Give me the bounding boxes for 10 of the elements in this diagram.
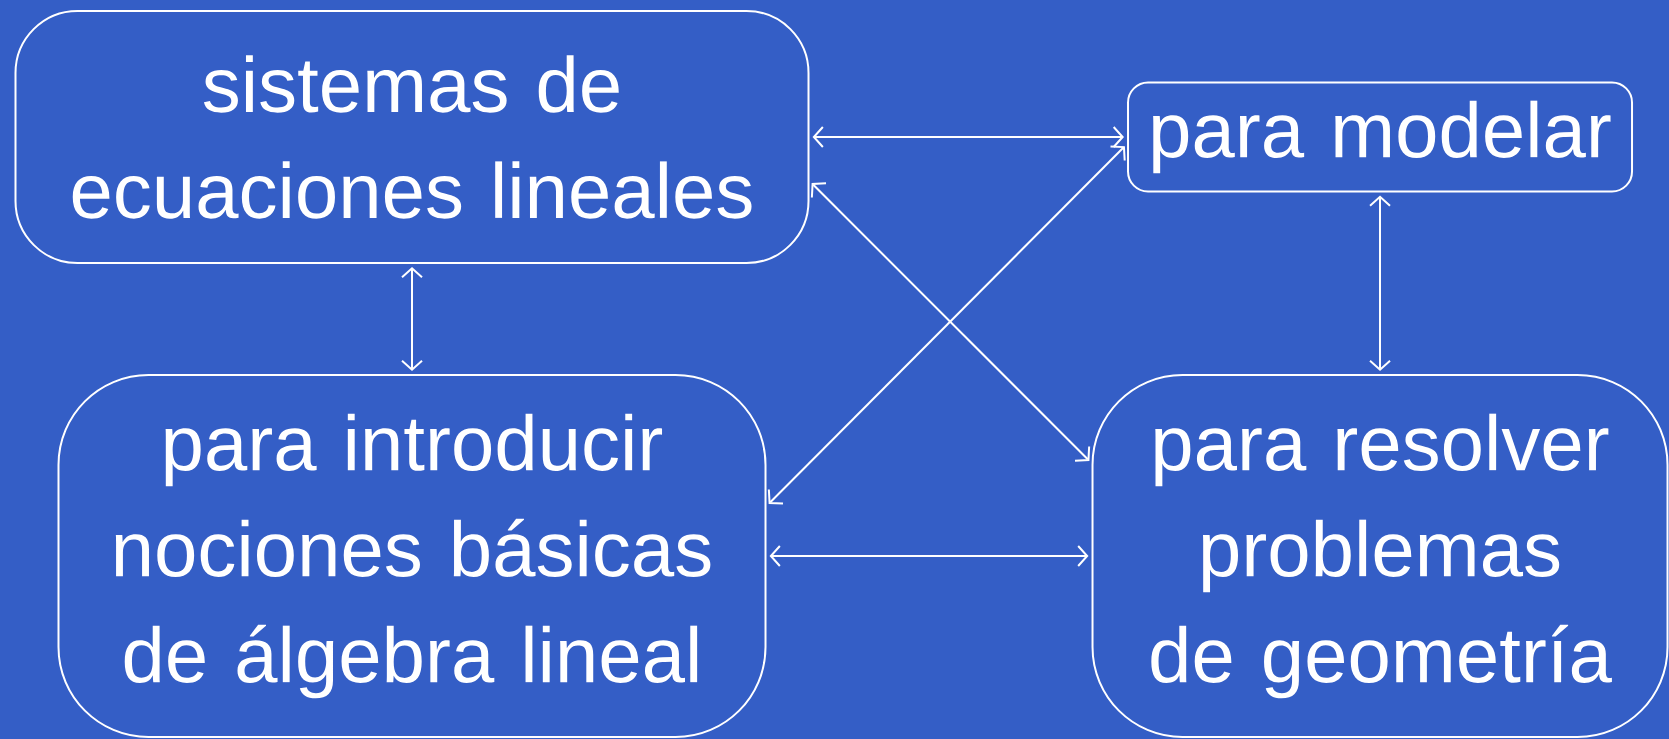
double-arrow [812,126,1124,148]
rounded-box: para resolver problemas de geometría [1091,374,1669,738]
double-arrow [401,267,423,371]
double-arrow [810,182,1091,462]
double-arrow [769,545,1089,567]
double-arrow [767,145,1126,505]
rounded-box: sistemas de ecuaciones lineales [14,10,810,264]
rounded-box: para introducir nociones básicas de álgebra lineal [57,374,767,738]
rounded-box: para modelar [1127,81,1633,193]
double-arrow [1369,195,1391,371]
